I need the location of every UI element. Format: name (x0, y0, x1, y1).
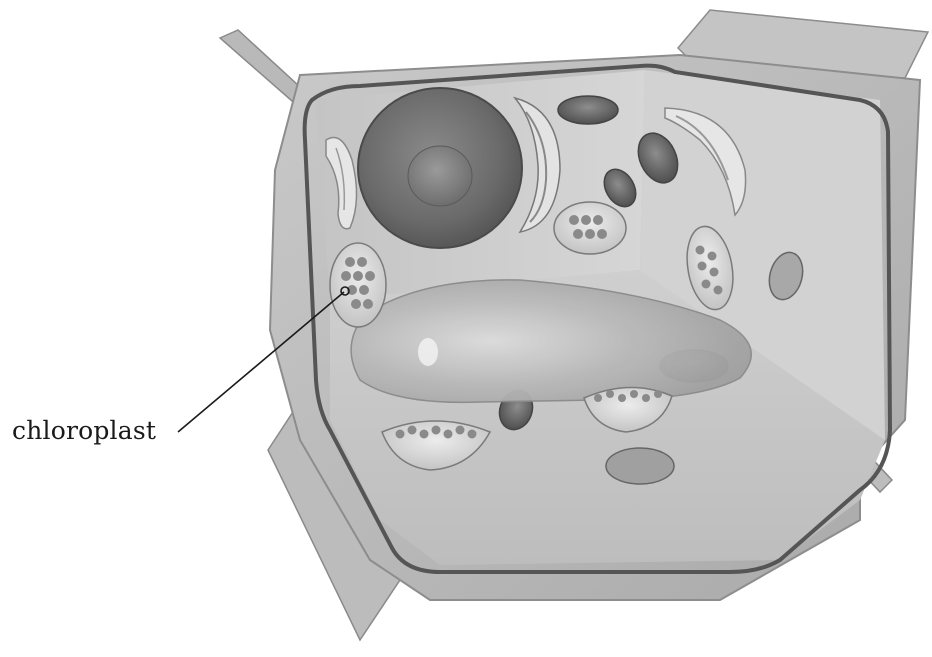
chloroplast-back (554, 202, 626, 254)
chloroplast-labelled (330, 243, 386, 327)
nucleus (358, 88, 522, 248)
chloroplast-label: chloroplast (12, 416, 156, 445)
